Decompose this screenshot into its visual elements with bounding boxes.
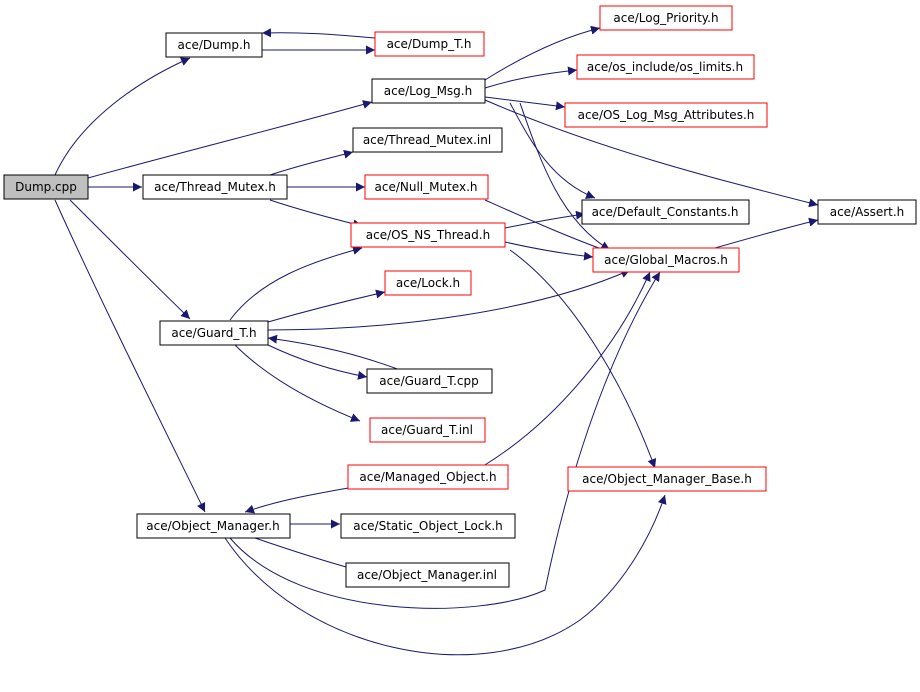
node-ace-guard-t-h[interactable]: ace/Guard_T.h [159, 320, 269, 346]
edge-object_manager_h-object_manager_inl [254, 537, 358, 572]
edge-log_msg-default_constants [509, 102, 596, 199]
node-ace-object-manager-inl-label: ace/Object_Manager.inl [357, 568, 497, 582]
edge-dump_cpp-log_msg [87, 100, 373, 179]
edge-global_macros-assert_h [714, 217, 819, 249]
edge-managed_object-global_macros [479, 271, 651, 469]
node-ace-global-macros-h[interactable]: ace/Global_Macros.h [592, 247, 740, 273]
node-ace-thread-mutex-h-label: ace/Thread_Mutex.h [154, 180, 276, 194]
edge-managed_object-object_manager_h [244, 487, 349, 514]
node-ace-thread-mutex-h[interactable]: ace/Thread_Mutex.h [142, 174, 288, 200]
node-ace-object-manager-base-h-label: ace/Object_Manager_Base.h [582, 472, 752, 486]
node-ace-guard-t-h-label: ace/Guard_T.h [171, 326, 256, 340]
node-ace-default-constants-h-label: ace/Default_Constants.h [592, 205, 739, 219]
edge-guard_t_h-guard_t_cpp [267, 344, 368, 380]
edge-guard_t_h-os_ns_thread [229, 245, 363, 321]
node-ace-thread-mutex-inl[interactable]: ace/Thread_Mutex.inl [352, 127, 503, 153]
edge-log_msg-global_macros [519, 102, 611, 251]
node-ace-object-manager-base-h[interactable]: ace/Object_Manager_Base.h [567, 466, 767, 492]
edge-null_mutex-global_macros [484, 199, 611, 254]
node-ace-null-mutex-h[interactable]: ace/Null_Mutex.h [364, 174, 489, 200]
node-ace-assert-h[interactable]: ace/Assert.h [817, 199, 917, 225]
node-ace-log-priority-h[interactable]: ace/Log_Priority.h [599, 5, 733, 31]
edge-dump_cpp-object_manager_h [54, 199, 206, 513]
node-ace-assert-h-label: ace/Assert.h [830, 205, 905, 219]
node-ace-guard-t-cpp-label: ace/Guard_T.cpp [379, 374, 479, 388]
edges [54, 25, 819, 656]
edge-dump_cpp-dump_h [54, 57, 191, 176]
edge-log_msg-assert_h [484, 99, 819, 208]
node-ace-static-object-lock-h[interactable]: ace/Static_Object_Lock.h [340, 513, 516, 539]
node-ace-log-msg-h-label: ace/Log_Msg.h [384, 84, 472, 98]
node-ace-lock-h-label: ace/Lock.h [396, 276, 460, 290]
edge-guard_t_cpp-guard_t_h [267, 334, 401, 371]
edge-dump_t_h-dump_h [261, 28, 376, 39]
node-ace-static-object-lock-h-label: ace/Static_Object_Lock.h [353, 519, 503, 533]
node-ace-os-log-msg-attributes-h-label: ace/OS_Log_Msg_Attributes.h [578, 108, 755, 122]
edge-guard_t_h-global_macros [267, 269, 631, 331]
nodes: Dump.cpp ace/Dump.h ace/Dump_T.h ace/Log… [3, 5, 917, 588]
node-ace-os-log-msg-attributes-h[interactable]: ace/OS_Log_Msg_Attributes.h [564, 102, 768, 128]
node-ace-log-msg-h[interactable]: ace/Log_Msg.h [371, 78, 486, 104]
edge-os_ns_thread-global_macros [504, 241, 594, 261]
edge-os_ns_thread-object_manager_base [509, 249, 657, 469]
node-dump-cpp[interactable]: Dump.cpp [3, 174, 89, 200]
node-ace-dump-t-h-label: ace/Dump_T.h [387, 37, 472, 51]
edge-dump_cpp-guard_t_h [69, 199, 191, 320]
node-ace-os-limits-h[interactable]: ace/os_include/os_limits.h [576, 54, 755, 80]
edge-object_manager_h-object_manager_base [224, 494, 667, 656]
node-dump-cpp-label: Dump.cpp [15, 180, 77, 194]
edge-thread_mutex_h-os_ns_thread [269, 199, 363, 229]
edge-log_msg-os_limits [484, 66, 578, 89]
node-ace-managed-object-h-label: ace/Managed_Object.h [359, 470, 496, 484]
node-ace-global-macros-h-label: ace/Global_Macros.h [604, 253, 728, 267]
edge-thread_mutex_h-thread_mutex_inl [269, 149, 354, 176]
node-ace-guard-t-cpp[interactable]: ace/Guard_T.cpp [366, 368, 493, 394]
edge-object_manager_h-global_macros [229, 271, 661, 609]
node-ace-object-manager-h[interactable]: ace/Object_Manager.h [136, 513, 291, 539]
node-ace-null-mutex-h-label: ace/Null_Mutex.h [375, 180, 478, 194]
node-ace-default-constants-h[interactable]: ace/Default_Constants.h [581, 199, 750, 225]
node-ace-dump-t-h[interactable]: ace/Dump_T.h [374, 31, 485, 57]
node-ace-dump-h-label: ace/Dump.h [178, 38, 251, 52]
node-ace-guard-t-inl[interactable]: ace/Guard_T.inl [369, 417, 486, 443]
edge-guard_t_h-guard_t_inl [234, 344, 361, 422]
node-ace-lock-h[interactable]: ace/Lock.h [384, 270, 472, 296]
node-ace-os-ns-thread-h[interactable]: ace/OS_NS_Thread.h [350, 222, 506, 248]
node-ace-object-manager-inl[interactable]: ace/Object_Manager.inl [345, 562, 510, 588]
edge-os_ns_thread-default_constants [504, 210, 586, 229]
edge-log_msg-os_log_msg_attr [484, 96, 566, 111]
node-ace-os-ns-thread-h-label: ace/OS_NS_Thread.h [366, 228, 490, 242]
node-ace-log-priority-h-label: ace/Log_Priority.h [613, 11, 718, 25]
node-ace-managed-object-h[interactable]: ace/Managed_Object.h [347, 464, 509, 490]
node-ace-thread-mutex-inl-label: ace/Thread_Mutex.inl [363, 133, 491, 147]
edge-log_msg-log_priority [484, 25, 601, 81]
node-ace-object-manager-h-label: ace/Object_Manager.h [146, 519, 279, 533]
node-ace-os-limits-h-label: ace/os_include/os_limits.h [587, 60, 743, 74]
edge-guard_t_h-lock_h [267, 289, 386, 323]
node-ace-guard-t-inl-label: ace/Guard_T.inl [381, 423, 473, 437]
node-ace-dump-h[interactable]: ace/Dump.h [165, 32, 263, 58]
